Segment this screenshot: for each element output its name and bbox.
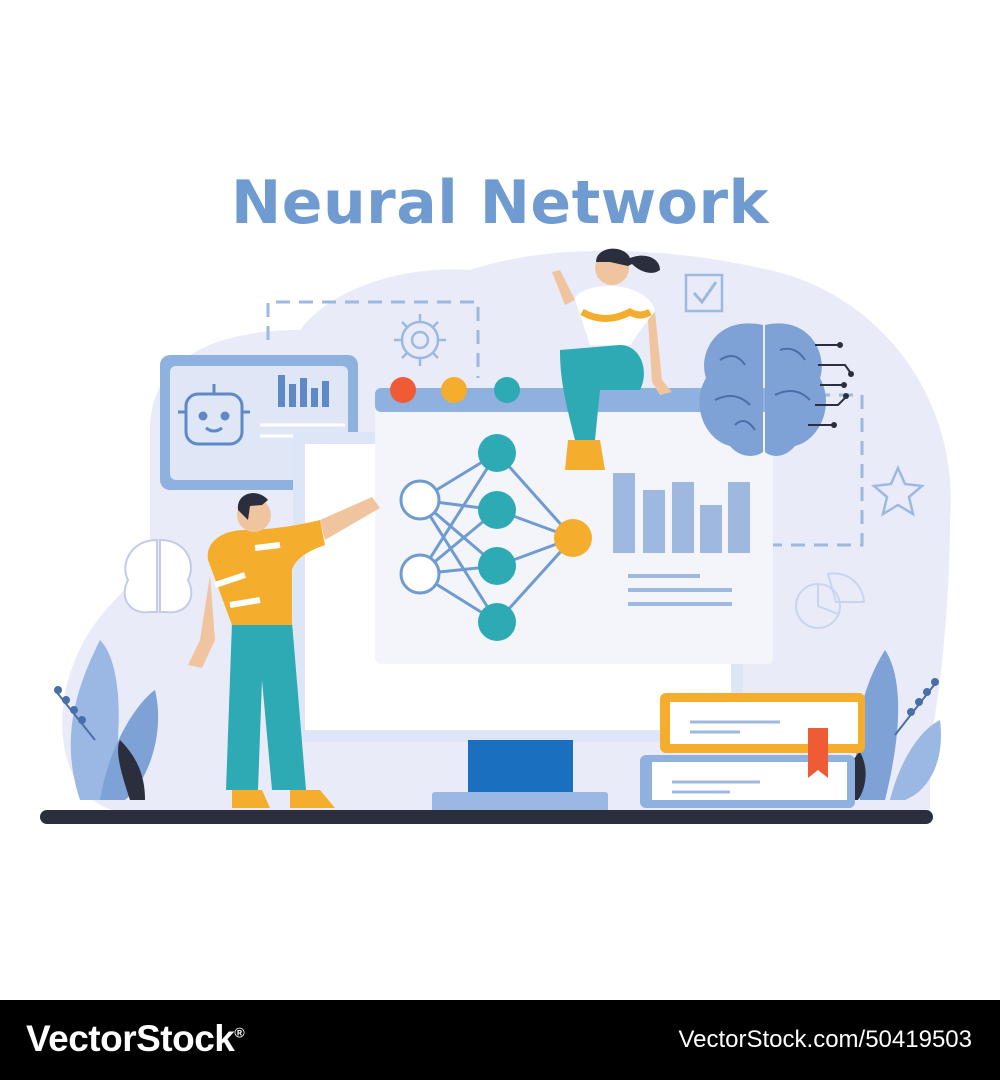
neural-network-diagram [399,434,592,641]
window-dot-teal [494,377,520,403]
vectorstock-logo: VectorStock® [26,1018,245,1060]
stock-id: VectorStock.com/50419503 [678,1026,972,1053]
illustration-title: Neural Network [231,168,769,238]
illustration-canvas: Neural Network [40,168,951,824]
hidden-node [478,603,516,641]
bar-chart-icon [278,375,329,407]
watermark-footer: VectorStock® VectorStock.com/50419503 [0,1000,1000,1080]
output-node [554,519,592,557]
checkbox-icon [684,273,724,313]
books-icon [640,693,865,808]
brand-name: VectorStock [26,1018,235,1059]
screen-text-lines [628,574,732,606]
pie-chart-icon [795,572,866,629]
neural-network-scene [40,248,951,824]
dashed-connector-top [266,300,480,378]
window-dot-orange [441,377,467,403]
input-node [399,553,441,595]
window-dot-red [390,377,416,403]
hidden-node [478,547,516,585]
man-character [188,493,380,808]
robot-icon [178,384,250,446]
hidden-node [478,491,516,529]
brain-circuit-icon [699,323,854,456]
hidden-node [478,434,516,472]
brain-outline-icon [123,538,193,614]
woman-character [552,248,672,470]
input-node [399,479,441,521]
plant-left [54,640,159,800]
registered-mark: ® [234,1024,245,1041]
gear-icon [394,314,446,366]
ground-line [40,810,933,824]
star-icon [870,464,926,517]
screen-bar-chart [613,473,750,553]
